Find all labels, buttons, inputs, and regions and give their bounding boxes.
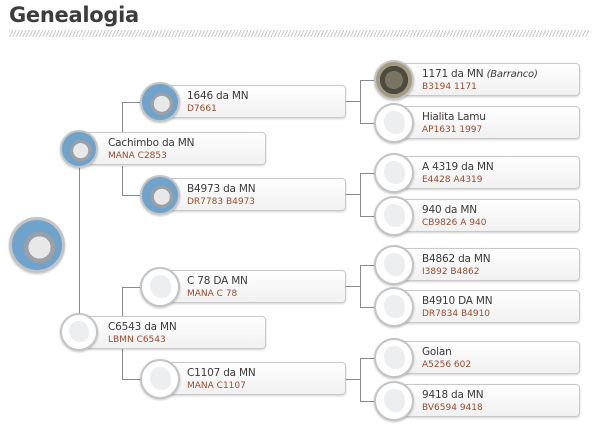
connector [360,216,375,217]
sire-photo[interactable] [60,130,98,168]
page-title: Genealogia [9,3,139,27]
connector [360,265,361,307]
pedigree-card-sire-dam[interactable]: B4973 da MN DR7783 B4973 [166,178,346,211]
pedigree-card-dam-dam[interactable]: C1107 da MN MANA C1107 [166,362,346,395]
pedigree-card-ggp[interactable]: Hialita Lamu AP1631 1997 [400,106,580,139]
sire-dam-photo[interactable] [140,175,180,215]
connector [360,358,375,359]
animal-name: Cachimbo da MN [108,137,195,149]
ggp-photo-placeholder[interactable] [374,338,414,378]
animal-code: B3194 1171 [422,82,477,92]
pedigree-card-ggp[interactable]: 940 da MN CB9826 A 940 [400,199,580,232]
connector [122,287,140,288]
connector [345,101,360,102]
pedigree-card-sire-sire[interactable]: 1646 da MN D7661 [166,85,346,118]
animal-name: 1171 da MN [422,68,484,80]
animal-code: MANA C 78 [187,289,238,299]
connector [122,287,123,316]
ggp-photo-placeholder[interactable] [374,381,414,421]
connector [122,195,140,196]
animal-code: CB9826 A 940 [422,218,487,228]
connector [122,102,123,132]
animal-code: D7661 [187,104,217,114]
connector [360,401,375,402]
ggp-photo-placeholder[interactable] [374,287,414,327]
animal-name: 9418 da MN [422,389,484,401]
animal-code: MANA C1107 [187,381,246,391]
dam-dam-photo-placeholder[interactable] [140,359,180,399]
animal-name: A 4319 da MN [422,161,494,173]
animal-name: 1646 da MN [187,90,249,102]
ggp-photo[interactable] [374,60,414,100]
pedigree-card-dam-sire[interactable]: C 78 DA MN MANA C 78 [166,270,346,303]
ggp-photo-placeholder[interactable] [374,245,414,285]
sire-sire-photo[interactable] [140,82,180,122]
pedigree-card-dam[interactable]: C6543 da MN LBMN C6543 [86,316,266,349]
animal-name: C1107 da MN [187,367,256,379]
pedigree-card-ggp[interactable]: B4910 DA MN DR7834 B4910 [400,290,580,323]
animal-name: C6543 da MN [108,321,177,333]
animal-code: LBMN C6543 [108,335,166,345]
pedigree-card-ggp[interactable]: B4862 da MN I3892 B4862 [400,248,580,281]
root-animal-photo[interactable] [9,217,65,273]
animal-code: AP1631 1997 [422,125,483,135]
pedigree-card-sire[interactable]: Cachimbo da MN MANA C2853 [86,132,266,165]
animal-code: I3892 B4862 [422,267,480,277]
animal-nickname: (Barranco) [486,69,538,80]
animal-name: Golan [422,346,452,358]
animal-code: DR7834 B4910 [422,309,491,319]
connector [360,265,375,266]
pedigree-card-ggp[interactable]: Golan A5256 602 [400,341,580,374]
connector [360,123,375,124]
pedigree-card-ggp[interactable]: 9418 da MN BV6594 9418 [400,384,580,417]
animal-name: B4862 da MN [422,253,491,265]
connector [122,349,123,379]
connector [345,194,360,195]
animal-code: E4428 A4319 [422,175,483,185]
pedigree-card-ggp[interactable]: A 4319 da MN E4428 A4319 [400,156,580,189]
animal-code: BV6594 9418 [422,403,483,413]
connector [360,307,375,308]
animal-name: Hialita Lamu [422,111,486,123]
connector [122,166,123,195]
animal-name: C 78 DA MN [187,275,248,287]
animal-name: B4910 DA MN [422,295,493,307]
connector [79,166,80,316]
connector [122,102,140,103]
connector [360,173,361,216]
pedigree-card-ggp[interactable]: 1171 da MN (Barranco) B3194 1171 [400,63,580,96]
connector [360,80,375,81]
dam-sire-photo-placeholder[interactable] [140,267,180,307]
connector [360,173,375,174]
connector [122,379,140,380]
animal-name: 940 da MN [422,204,477,216]
ggp-photo-placeholder[interactable] [374,103,414,143]
connector [345,286,360,287]
animal-code: MANA C2853 [108,151,167,161]
ggp-photo-placeholder[interactable] [374,196,414,236]
animal-name: B4973 da MN [187,183,256,195]
connector [345,379,360,380]
connector [360,358,361,401]
dam-photo-placeholder[interactable] [60,313,98,351]
animal-code: A5256 602 [422,360,472,370]
ggp-photo-placeholder[interactable] [374,153,414,193]
animal-code: DR7783 B4973 [187,197,256,207]
title-divider [9,30,589,37]
connector [360,80,361,123]
